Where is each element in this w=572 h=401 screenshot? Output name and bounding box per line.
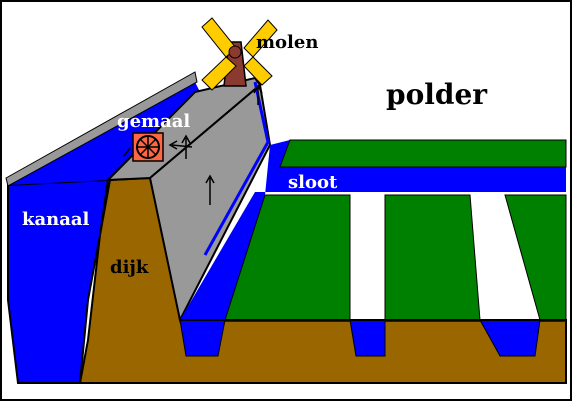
label-dijk: dijk [110, 257, 149, 278]
label-polder: polder [386, 78, 488, 111]
field-2 [384, 194, 481, 321]
molen-windmill [201, 17, 278, 91]
dijk-waterline [203, 81, 270, 256]
label-sloot: sloot [288, 172, 338, 193]
gemaal-pump [132, 132, 164, 162]
sloot-cut-1 [179, 319, 226, 357]
sloot-cut-2 [349, 319, 386, 357]
kanaal-water [7, 178, 110, 384]
label-molen: molen [256, 32, 318, 53]
kanaal-bank-edge [5, 71, 198, 187]
flow-arrows [123, 84, 263, 205]
label-kanaal: kanaal [22, 209, 90, 230]
label-gemaal: gemaal [117, 111, 190, 132]
field-far [279, 139, 567, 168]
sloot-main [180, 140, 566, 320]
